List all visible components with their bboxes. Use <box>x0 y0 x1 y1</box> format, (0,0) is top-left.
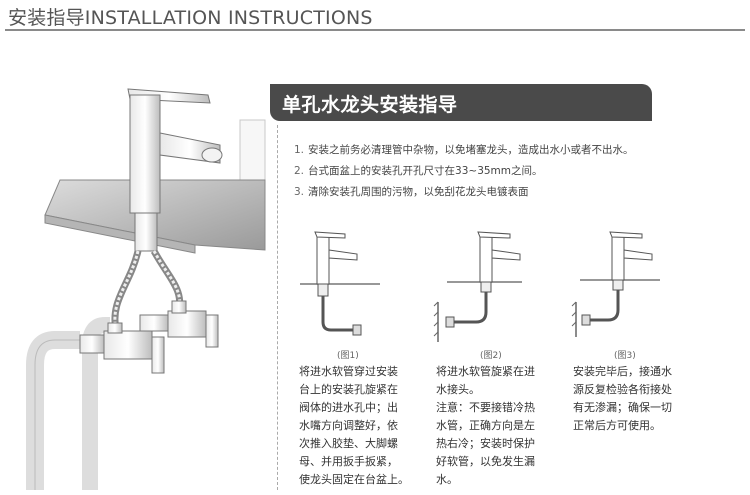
figure-1-description: 将进水软管穿过安装 台上的安装孔旋紧在 阀体的进水孔中；出 水嘴方向调整好，依 … <box>299 363 409 489</box>
instruction-item: 2.台式面盆上的安装孔开孔尺寸在33~35mm之间。 <box>294 161 734 182</box>
figure-3-caption: (图3) <box>614 351 636 361</box>
instruction-list: 1.安装之前务必清理管中杂物，以免堵塞龙头，造成出水小或者不出水。 2.台式面盆… <box>294 140 734 203</box>
page-title: 安装指导INSTALLATION INSTRUCTIONS <box>8 7 373 29</box>
instruction-number: 3. <box>294 186 305 198</box>
figure-1-illustration: (图1) <box>295 222 405 361</box>
instruction-text: 安装之前务必清理管中杂物，以免堵塞龙头，造成出水小或者不出水。 <box>308 144 634 156</box>
description-line: 母、并用扳手扳紧， <box>299 455 398 468</box>
figure-2-illustration: (图2) <box>432 222 542 361</box>
description-line: 阀体的进水孔中；出 <box>299 401 398 414</box>
header-divider <box>5 29 745 31</box>
description-line: 水管，正确方向是左 <box>436 419 535 432</box>
description-line: 将进水软管穿过安装 <box>299 365 398 378</box>
description-line: 水。 <box>436 473 458 486</box>
figure-2-caption: (图2) <box>480 351 502 361</box>
figure-3-description: 安装完毕后，接通水 源反复检验各衔接处 有无渗漏；确保一切 正常后方可使用。 <box>573 363 672 435</box>
description-line: 将进水软管旋紧在进 <box>436 365 535 378</box>
section-banner: 单孔水龙头安装指导 <box>270 84 652 121</box>
instruction-text: 清除安装孔周围的污物，以免刮花龙头电镀表面 <box>308 186 529 198</box>
description-line: 有无渗漏；确保一切 <box>573 401 672 414</box>
description-line: 热右冷；安装时保护 <box>436 437 535 450</box>
figure-2-description: 将进水软管旋紧在进 水接头。 注意：不要接错冷热 水管，正确方向是左 热右冷；安… <box>436 363 535 489</box>
description-line: 台上的安装孔旋紧在 <box>299 383 398 396</box>
description-line: 源反复检验各衔接处 <box>573 383 672 396</box>
description-line: 正常后方可使用。 <box>573 419 661 432</box>
description-line: 使龙头固定在台盆上。 <box>299 473 409 486</box>
description-line: 次推入胶垫、大脚螺 <box>299 437 398 450</box>
faucet-installation-illustration <box>20 75 275 490</box>
description-line: 安装完毕后，接通水 <box>573 365 672 378</box>
instruction-number: 2. <box>294 165 305 177</box>
figure-1-caption: (图1) <box>337 351 359 361</box>
instruction-item: 1.安装之前务必清理管中杂物，以免堵塞龙头，造成出水小或者不出水。 <box>294 140 734 161</box>
instruction-item: 3.清除安装孔周围的污物，以免刮花龙头电镀表面 <box>294 182 734 203</box>
instruction-text: 台式面盆上的安装孔开孔尺寸在33~35mm之间。 <box>308 165 543 177</box>
vertical-divider <box>277 125 278 490</box>
description-line: 水接头。 <box>436 383 480 396</box>
description-line: 好软管，以免发生漏 <box>436 455 535 468</box>
figure-3-illustration: (图3) <box>570 222 680 361</box>
description-line: 水嘴方向调整好，依 <box>299 419 398 432</box>
instruction-number: 1. <box>294 144 305 156</box>
section-title: 单孔水龙头安装指导 <box>282 94 458 116</box>
description-line: 注意：不要接错冷热 <box>436 401 535 414</box>
